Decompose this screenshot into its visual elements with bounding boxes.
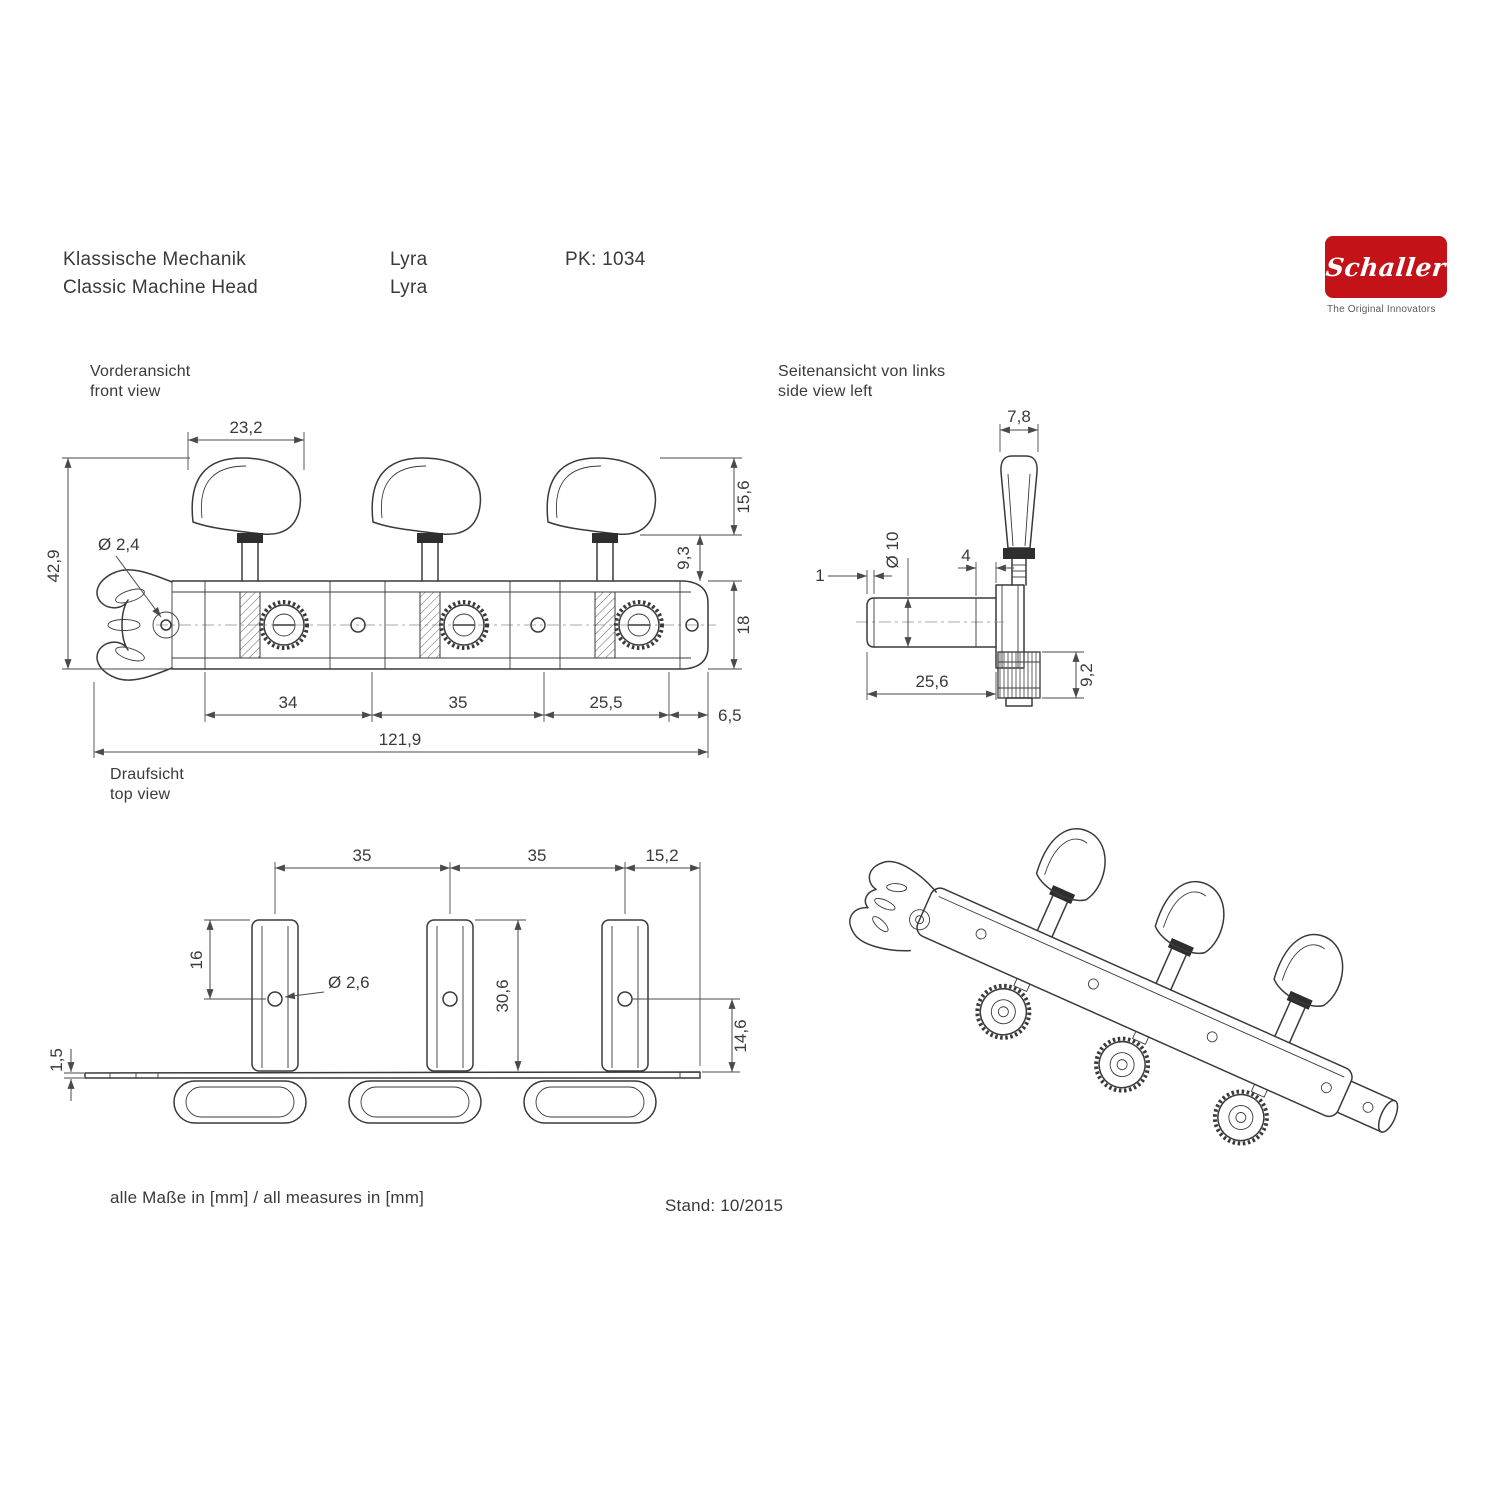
dim-overall-length: 121,9 <box>379 730 422 749</box>
front-view-dimensions: 23,2 42,9 Ø 2,4 15,6 9,3 18 34 35 25,5 6… <box>44 418 753 758</box>
plate-hole <box>530 617 546 633</box>
header-model-block: Lyra Lyra <box>390 246 427 302</box>
dim-top-end-offset: 15,2 <box>645 846 678 865</box>
lyre-3d <box>849 860 937 952</box>
string-hole-1 <box>267 991 283 1007</box>
dim-spacing-b: 35 <box>449 693 468 712</box>
title-de: Klassische Mechanik <box>63 249 247 270</box>
dim-end-offset: 6,5 <box>718 706 742 725</box>
dim-overall-height: 42,9 <box>44 549 63 582</box>
dim-post-length: 25,6 <box>915 672 948 691</box>
gear-wheel-3 <box>614 600 664 650</box>
string-post <box>856 597 1004 648</box>
top-plate-edge <box>84 1071 701 1079</box>
string-hole-2 <box>442 991 458 1007</box>
side-view-label-en: side view left <box>778 383 873 400</box>
front-view-label: Vorderansicht front view <box>90 362 190 402</box>
dim-post-dia: Ø 10 <box>883 532 902 569</box>
plate-hole <box>685 618 699 632</box>
side-button <box>1000 455 1038 586</box>
model-en: Lyra <box>390 277 428 298</box>
dim-button-height: 15,6 <box>734 480 753 513</box>
dim-plate-thickness: 1,5 <box>47 1048 66 1072</box>
top-view-label: Draufsicht top view <box>110 765 184 805</box>
top-view-label-en: top view <box>110 786 171 803</box>
end-post-3d <box>1336 1080 1399 1133</box>
front-view-label-en: front view <box>90 383 161 400</box>
lyre-end-plate <box>96 569 180 681</box>
buttons-under-plate <box>173 1080 657 1124</box>
tuner-button-3 <box>546 457 657 582</box>
string-hole-3 <box>617 991 633 1007</box>
header-title-block: Klassische Mechanik Classic Machine Head <box>63 246 258 302</box>
tuner-button-1 <box>191 457 302 582</box>
schaller-logo: Schaller <box>1325 236 1447 298</box>
dim-button-width: 23,2 <box>229 418 262 437</box>
gear-wheel-2 <box>439 600 489 650</box>
dim-hole-from-top: 16 <box>187 951 206 970</box>
gear-wheel-1 <box>259 600 309 650</box>
front-view-label-de: Vorderansicht <box>90 363 191 380</box>
front-view-drawing: 23,2 42,9 Ø 2,4 15,6 9,3 18 34 35 25,5 6… <box>44 418 753 758</box>
top-posts <box>251 919 649 1072</box>
schaller-logo-tagline: The Original Innovators <box>1327 304 1436 315</box>
dim-plate-height: 18 <box>734 616 753 635</box>
title-en: Classic Machine Head <box>63 277 259 298</box>
plate-hole <box>350 617 366 633</box>
revision-date: Stand: 10/2015 <box>665 1196 784 1215</box>
station-3d-2 <box>1094 880 1225 1093</box>
side-view-dimensions: 7,8 Ø 10 4 1 9,2 25,6 <box>815 407 1096 700</box>
model-de: Lyra <box>390 249 428 270</box>
schaller-logo-wordmark: Schaller <box>1324 252 1448 282</box>
dim-top-hole-dia: Ø 2,6 <box>328 973 370 992</box>
dim-top-spacing-a: 35 <box>353 846 372 865</box>
dim-bushing-offset: 4 <box>961 546 970 565</box>
top-view-drawing: 35 35 15,2 16 Ø 2,6 30,6 1,5 14,6 <box>47 846 750 1124</box>
dim-spacing-c: 25,5 <box>589 693 622 712</box>
worm-gears <box>239 591 699 659</box>
units-note: alle Maße in [mm] / all measures in [mm] <box>110 1188 425 1207</box>
dim-chamfer: 1 <box>815 566 824 585</box>
perspective-assembly <box>849 828 1399 1146</box>
dim-top-spacing-b: 35 <box>528 846 547 865</box>
top-view-label-de: Draufsicht <box>110 766 185 783</box>
mounting-hole <box>160 619 172 631</box>
dim-hole-to-plate: 14,6 <box>731 1019 750 1052</box>
dim-stem-gap: 9,3 <box>674 546 693 570</box>
perspective-view-drawing <box>849 828 1399 1146</box>
dim-button-thickness: 7,8 <box>1007 407 1031 426</box>
station-3d-1 <box>975 828 1106 1040</box>
dim-post-height: 30,6 <box>493 979 512 1012</box>
dim-spacing-a: 34 <box>279 693 298 712</box>
dim-hole-dia: Ø 2,4 <box>98 535 140 554</box>
worm-knurl <box>997 651 1041 707</box>
side-view-drawing: 7,8 Ø 10 4 1 9,2 25,6 <box>815 407 1096 707</box>
dim-worm-height: 9,2 <box>1077 663 1096 687</box>
tuner-button-2 <box>371 457 482 582</box>
part-code: PK: 1034 <box>565 249 646 270</box>
plate-3d <box>916 887 1353 1118</box>
station-3d-3 <box>1212 933 1344 1146</box>
side-view-label: Seitenansicht von links side view left <box>778 362 945 402</box>
side-view-label-de: Seitenansicht von links <box>778 363 946 380</box>
top-view-dimensions: 35 35 15,2 16 Ø 2,6 30,6 1,5 14,6 <box>47 846 750 1101</box>
